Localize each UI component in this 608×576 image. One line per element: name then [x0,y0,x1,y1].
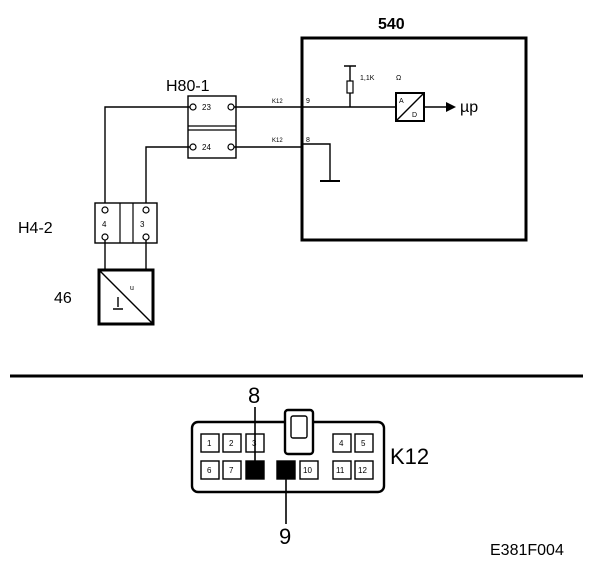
wire-k12-pin9-label: K12 [272,99,283,105]
h80-pin-23-label: 23 [202,103,211,112]
k12-pin-11 [332,460,352,480]
ecu-540-label: 540 [378,16,405,33]
h80-pin-24-label: 24 [202,143,211,152]
h4-pin-3-bottom [142,233,150,241]
k12-connector-name: K12 [390,444,429,469]
k12-pin-2-label: 2 [229,439,234,448]
sensor-46-label: 46 [54,290,72,307]
k12-latch-inner [290,415,308,439]
k12-pin-12-label: 12 [358,466,367,475]
h80-pin-23-left [189,103,197,111]
k12-pin-5-label: 5 [361,439,366,448]
h4-pin-4-bottom [101,233,109,241]
k12-bottom-row: 6 7 10 11 12 [200,460,374,480]
k12-top-row: 1 2 3 4 5 [200,433,374,453]
supply-symbol [344,65,356,81]
h4-pin-4-top [101,206,109,214]
h80-pin-24-right [227,143,235,151]
sensor-46-ground-icon [113,297,123,310]
k12-pin-2 [222,433,242,453]
sensor-46-diagonal [98,269,154,325]
k12-pin-4-label: 4 [339,439,344,448]
k12-pin-1 [200,433,220,453]
pullup-resistor [346,80,354,94]
k12-pin-1-label: 1 [207,439,212,448]
adc-diagonal [395,92,425,122]
k12-pin-6-label: 6 [207,466,212,475]
ecu-540-box [300,36,528,242]
k12-callout-9: 9 [279,524,291,549]
h80-pin-24-left [189,143,197,151]
k12-pin-7 [222,460,242,480]
k12-pin-12 [354,460,374,480]
k12-pin-11-label: 11 [336,466,345,475]
k12-pin-5 [354,433,374,453]
h4-pin-3-top [142,206,150,214]
wire-h80-24-to-h4-3 [145,146,190,204]
h4-pin-4-label: 4 [102,220,107,229]
connector-h4-label: H4-2 [18,220,53,237]
ecu-pin8-label: 8 [306,137,310,144]
k12-pin-6 [200,460,220,480]
h4-pin-3-label: 3 [140,220,145,229]
h80-pin-23-right [227,103,235,111]
wire-k12-pin8-label: K12 [272,138,283,144]
ecu-pin9-label: 9 [306,98,310,105]
adc-input-label: A [399,98,404,105]
k12-pin-10-label: 10 [303,466,312,475]
k12-callout-8: 8 [248,383,260,408]
ohm-symbol: Ω [396,75,401,82]
k12-pin-7-label: 7 [229,466,234,475]
adc-output-arrow [446,102,456,112]
connector-h80-label: H80-1 [166,78,210,95]
k12-pin-4 [332,433,352,453]
k12-pin-10 [299,460,319,480]
ecu-ground-wire [302,143,331,181]
microprocessor-label: µp [460,99,478,116]
resistor-value: 1,1K [360,75,375,82]
adc-output-label: D [412,112,417,119]
sensor-46-symbol: u [130,285,134,292]
wire-h80-23-to-h4-4 [104,106,190,204]
figure-code: E381F004 [490,542,564,559]
